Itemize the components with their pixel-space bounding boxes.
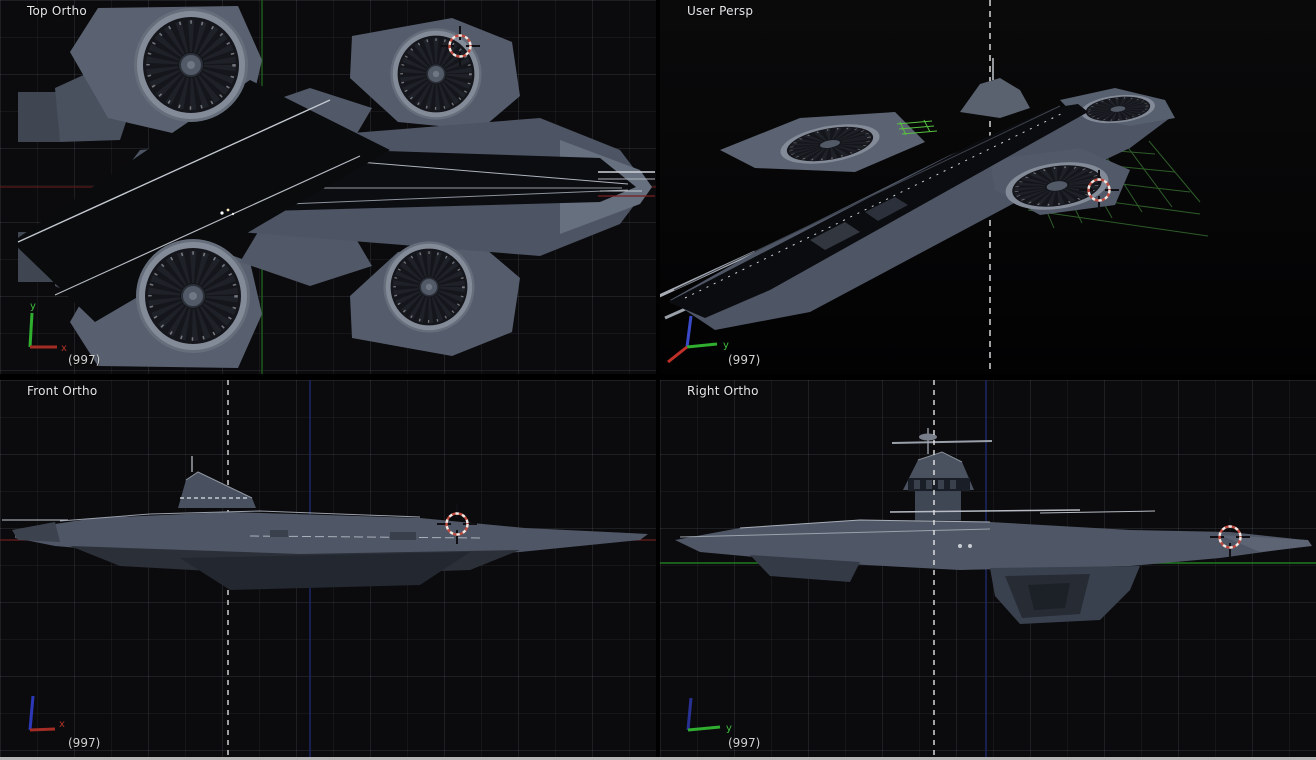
bow-antennas <box>598 171 655 197</box>
rotor-fan-persp-right <box>1081 94 1155 124</box>
axis-gizmo: y <box>686 697 732 734</box>
rotor-fan-top-right <box>390 28 482 120</box>
viewport-top-ortho[interactable]: y x Top Ortho (997) <box>0 0 656 374</box>
rotor-fan-bottom-left <box>136 239 250 353</box>
viewport-label: Right Ortho <box>687 384 759 398</box>
axis-gizmo: y x <box>28 301 67 354</box>
frame-number: (997) <box>68 736 101 750</box>
gizmo-y-label: y <box>726 723 732 734</box>
frame-number: (997) <box>728 736 761 750</box>
rotor-fan-top-left <box>134 8 248 122</box>
axis-gizmo: x <box>28 695 65 732</box>
rotor-fan-bottom-right <box>383 241 475 333</box>
selection-wireframe <box>896 119 938 136</box>
frame-number: (997) <box>728 353 761 367</box>
rotor-fan-persp-left <box>780 124 880 164</box>
gizmo-y-label: y <box>30 301 36 312</box>
3d-cursor <box>437 504 477 544</box>
ship-front-view <box>2 456 648 590</box>
ship-right-view <box>675 428 1312 624</box>
deck-lights <box>220 208 235 216</box>
ship-top-view <box>12 6 655 368</box>
window-bottom-edge <box>0 757 1316 760</box>
gizmo-x-label: x <box>61 343 67 354</box>
ship-persp-view <box>660 58 1175 330</box>
viewport-label: User Persp <box>687 4 754 18</box>
viewport-label: Top Ortho <box>27 4 87 18</box>
viewport-label: Front Ortho <box>27 384 98 398</box>
runway-angled <box>12 80 390 322</box>
frame-number: (997) <box>68 353 101 367</box>
gizmo-x-label: x <box>59 719 65 730</box>
gizmo-y-label: y <box>723 340 729 351</box>
viewport-right-ortho[interactable]: y Right Ortho (997) <box>660 380 1316 757</box>
rotor-fan-persp-near <box>1005 162 1109 210</box>
3d-cursor <box>440 26 480 66</box>
bridge-tower <box>178 472 256 508</box>
3d-cursor <box>1079 170 1119 210</box>
viewport-user-persp[interactable]: y User Persp (997) <box>660 0 1316 374</box>
3d-cursor <box>1210 517 1250 557</box>
axis-gizmo: y <box>667 315 729 364</box>
viewport-front-ortho[interactable]: x Front Ortho (997) <box>0 380 656 757</box>
